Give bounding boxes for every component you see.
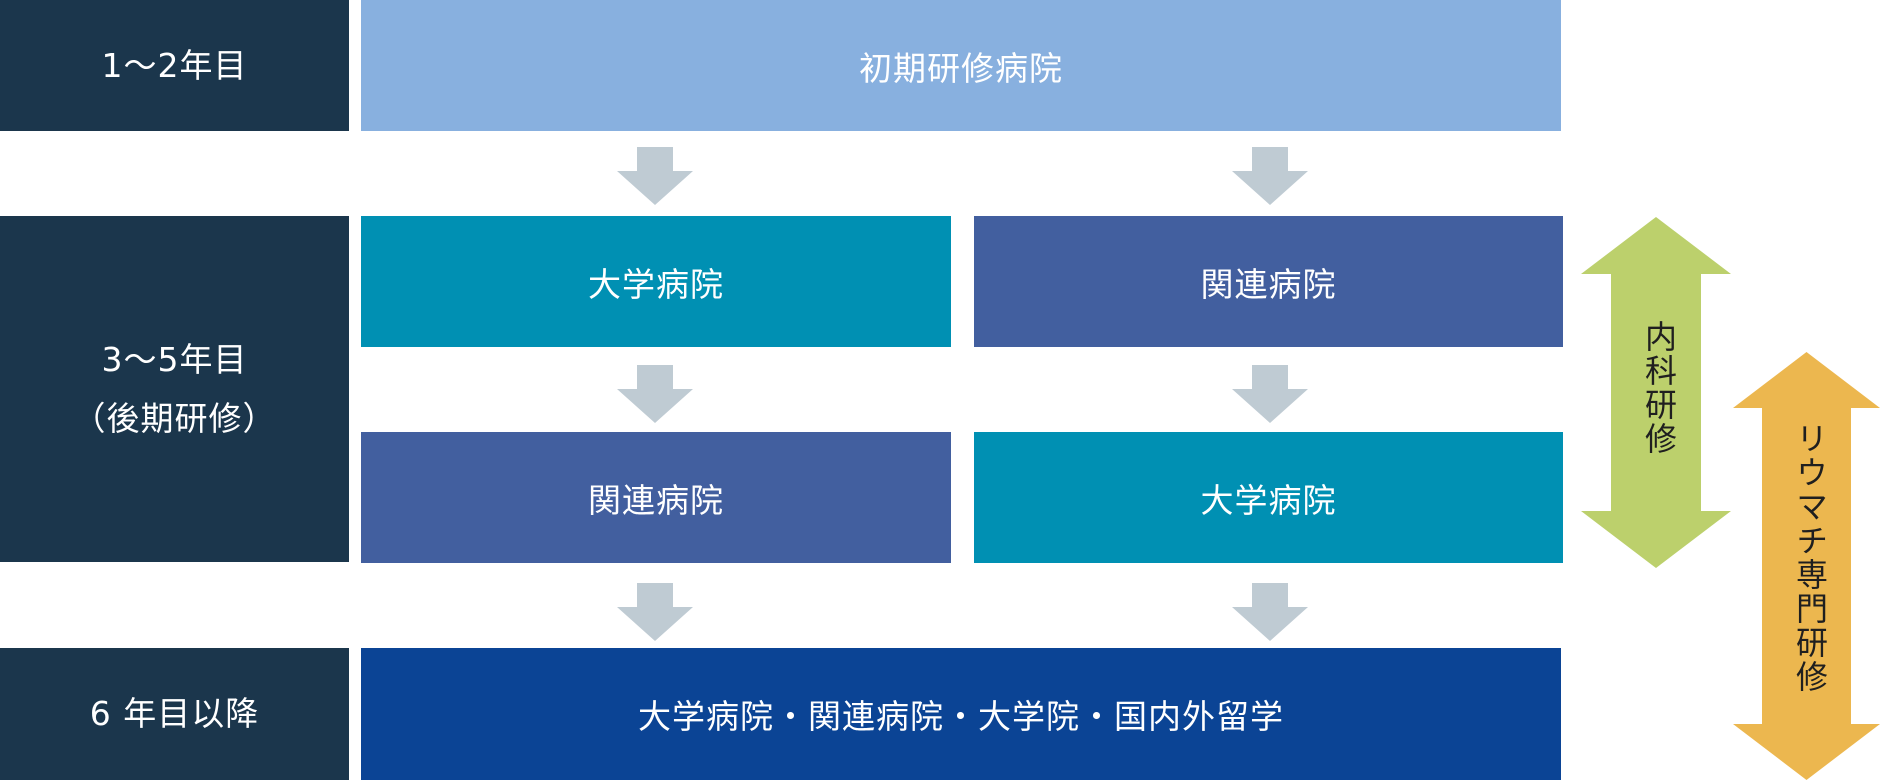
career-options-label: 大学病院・関連病院・大学院・国内外留学	[638, 697, 1284, 736]
affiliated-hospital-label: 関連病院	[588, 480, 724, 520]
period-year1-2-label: 1～2年目	[101, 45, 248, 85]
flow-arrow-right-1	[1232, 147, 1308, 205]
flow-arrow-left-1	[617, 147, 693, 205]
internal-medicine-double-arrow	[1581, 217, 1731, 568]
affiliated-hospital-box-lower-left: 関連病院	[361, 432, 951, 563]
period-year3-5-sublabel: （後期研修）	[72, 399, 277, 438]
flow-arrow-left-3	[617, 583, 693, 641]
flow-arrow-right-2	[1232, 365, 1308, 423]
university-hospital-box-upper-left: 大学病院	[361, 216, 951, 347]
flow-arrow-left-2	[617, 365, 693, 423]
period-year6: 6 年目以降	[0, 648, 349, 780]
affiliated-hospital-box-upper-right: 関連病院	[974, 216, 1563, 347]
flow-arrow-right-3	[1232, 583, 1308, 641]
university-hospital-box-lower-right: 大学病院	[974, 432, 1563, 563]
initial-training-box: 初期研修病院	[361, 0, 1561, 131]
internal-medicine-label: 内科研修	[1640, 320, 1678, 456]
period-year6-label: 6 年目以降	[89, 694, 260, 734]
period-year3-5-label: 3～5年目	[101, 339, 248, 379]
period-year3-5: 3～5年目 （後期研修）	[0, 216, 349, 562]
period-year1-2: 1～2年目	[0, 0, 349, 131]
university-hospital-label: 大学病院	[1200, 480, 1337, 520]
initial-training-label: 初期研修病院	[859, 48, 1063, 88]
affiliated-hospital-label: 関連病院	[1200, 264, 1337, 304]
career-options-box: 大学病院・関連病院・大学院・国内外留学	[361, 648, 1561, 780]
university-hospital-label: 大学病院	[588, 264, 724, 304]
rheumatology-label: リウマチ専門研修	[1791, 422, 1829, 694]
rheumatology-double-arrow	[1733, 352, 1880, 780]
